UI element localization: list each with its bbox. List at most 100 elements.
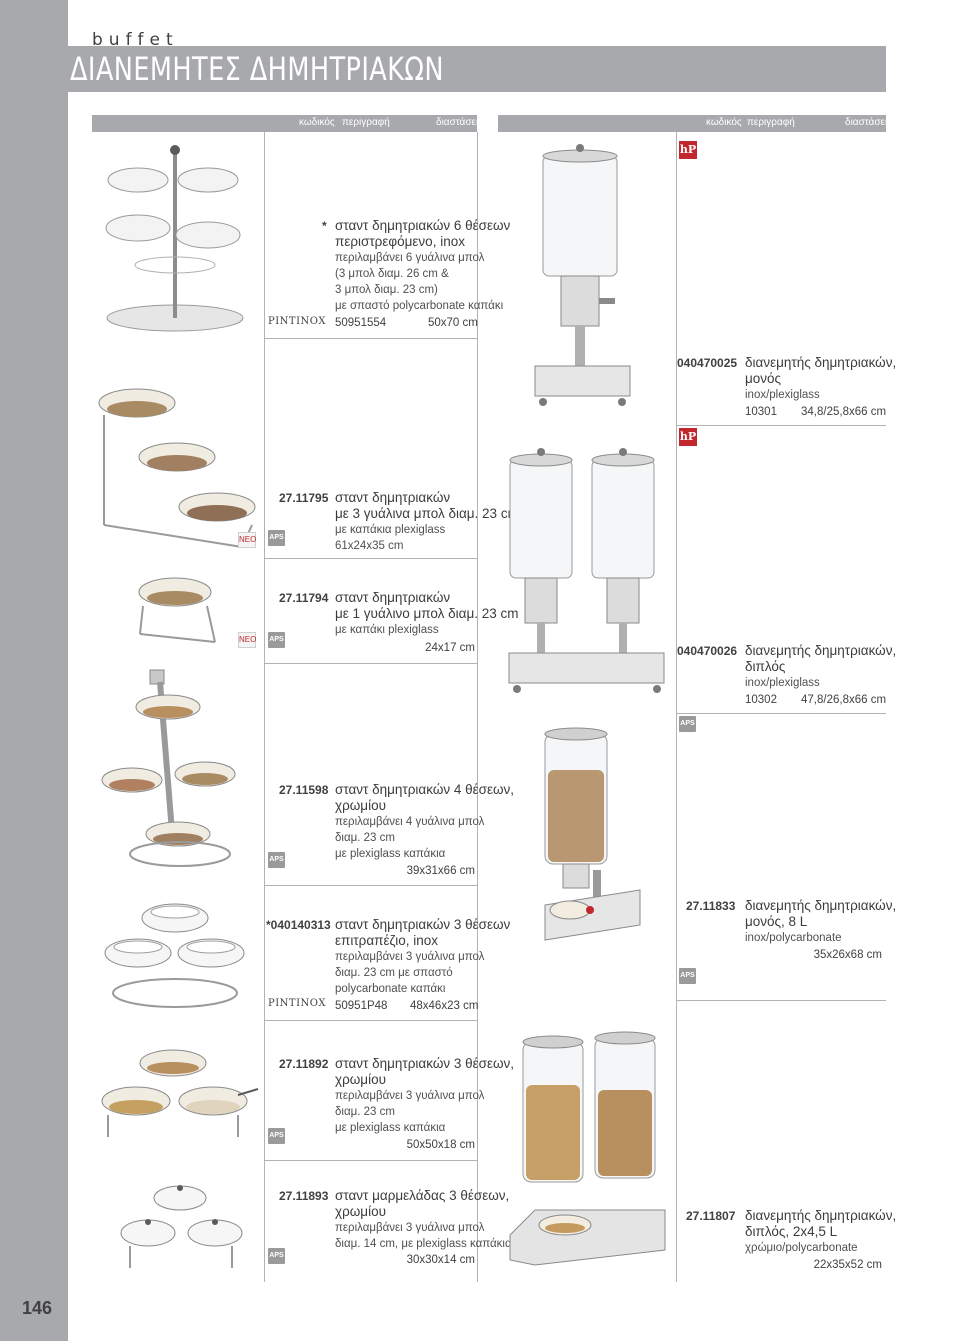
description-line: με καπάκι plexiglass xyxy=(335,624,439,636)
product-dimensions: 24x17 cm xyxy=(425,642,475,654)
aps-logo: APS xyxy=(268,852,285,868)
description-line: σταντ δημητριακών 3 θέσεων, xyxy=(335,1056,515,1071)
product-code: 27.11892 xyxy=(279,1057,329,1071)
description-line: με 3 γυάλινα μπολ διαμ. 23 cm xyxy=(335,506,519,521)
divider-horizontal xyxy=(264,338,477,339)
col-dimensions-label: διαστάσεις xyxy=(845,117,893,128)
right-column-header: κωδικός περιγραφή διαστάσεις xyxy=(498,115,892,132)
new-badge: ΝΕΟ xyxy=(238,632,256,648)
description-line: περιλαμβάνει 3 γυάλινα μπολ xyxy=(335,1222,485,1234)
divider-horizontal xyxy=(264,1160,477,1161)
product-description: διανεμητής δημητριακών, μονός, 8 L inox/… xyxy=(745,898,896,946)
product-image-single-dispenser xyxy=(534,144,631,406)
col-code-label: κωδικός xyxy=(706,117,742,128)
col-code-label: κωδικός xyxy=(299,117,335,128)
header-band xyxy=(68,46,886,92)
description-line: επιτραπέζιο, inox xyxy=(335,933,438,948)
divider-horizontal xyxy=(264,558,477,559)
aps-logo: APS xyxy=(268,530,285,546)
product-code: 040470025 xyxy=(677,356,738,370)
pintinox-logo: PINTINOX xyxy=(268,316,326,327)
new-badge: ΝΕΟ xyxy=(238,532,256,548)
description-line: σταντ δημητριακών 3 θέσεων xyxy=(335,917,511,932)
description-line: με 1 γυάλινο μπολ διαμ. 23 cm xyxy=(335,606,519,621)
description-line: 61x24x35 cm xyxy=(335,540,404,552)
description-line: inox/plexiglass xyxy=(745,677,820,689)
description-line: διαμ. 23 cm με σπαστό xyxy=(335,967,453,979)
product-description: σταντ δημητριακών με 1 γυάλινο μπολ διαμ… xyxy=(335,590,519,638)
col-description-label: περιγραφή xyxy=(342,117,390,128)
description-line: διαμ. 23 cm xyxy=(335,832,395,844)
divider-horizontal xyxy=(676,1000,886,1001)
divider-horizontal xyxy=(264,1020,477,1021)
divider-horizontal xyxy=(264,663,477,664)
product-ref: 50951554 xyxy=(335,317,387,329)
product-description: σταντ μαρμελάδας 3 θέσεων, χρωμίου περιλ… xyxy=(335,1188,512,1252)
description-line: διανεμητής δημητριακών, xyxy=(745,898,897,913)
aps-logo: APS xyxy=(268,1128,285,1144)
divider-horizontal xyxy=(264,885,477,886)
description-line: σταντ μαρμελάδας 3 θέσεων, xyxy=(335,1188,510,1203)
product-code: * xyxy=(322,219,327,233)
product-description: διανεμητής δημητριακών, μονός inox/plexi… xyxy=(745,355,896,403)
description-line: διπλός xyxy=(745,659,786,674)
divider-vertical xyxy=(477,132,478,1282)
col-description-label: περιγραφή xyxy=(747,117,795,128)
product-dimensions: 39x31x66 cm xyxy=(406,865,475,877)
product-dimensions: 50x70 cm xyxy=(428,317,478,329)
description-line: διανεμητής δημητριακών, xyxy=(745,1208,897,1223)
product-dimensions: 30x30x14 cm xyxy=(406,1254,475,1266)
product-ref: 50951P48 xyxy=(335,1000,388,1012)
left-margin-strip xyxy=(0,0,68,1341)
aps-logo: APS xyxy=(268,1248,285,1264)
description-line: χρωμίου xyxy=(335,1072,386,1087)
pintinox-logo: PINTINOX xyxy=(268,998,326,1009)
description-line: σταντ δημητριακών xyxy=(335,490,451,505)
product-code: 27.11794 xyxy=(279,591,329,605)
product-ref: 10301 xyxy=(745,406,777,418)
product-image-double-dispenser-2x45l xyxy=(509,1031,666,1266)
description-line: περιλαμβάνει 3 γυάλινα μπολ xyxy=(335,1090,485,1102)
product-dimensions: 35x26x68 cm xyxy=(813,949,882,961)
product-code: 27.11795 xyxy=(279,491,329,505)
description-line: περιλαμβάνει 6 γυάλινα μπολ xyxy=(335,252,485,264)
description-line: διπλός, 2x4,5 L xyxy=(745,1224,838,1239)
description-line: περιλαμβάνει 4 γυάλινα μπολ xyxy=(335,816,485,828)
product-image-jam-stand xyxy=(120,1185,243,1268)
col-dimensions-label: διαστάσεις xyxy=(436,117,484,128)
product-code: 040470026 xyxy=(677,644,738,658)
description-line: inox/plexiglass xyxy=(745,389,820,401)
product-ref: 10302 xyxy=(745,694,777,706)
description-line: με σπαστό polycarbonate καπάκι xyxy=(335,300,504,312)
product-description: σταντ δημητριακών 6 θέσεων περιστρεφόμεν… xyxy=(335,218,510,314)
description-line: με καπάκια plexiglass xyxy=(335,524,446,536)
product-code: 27.11598 xyxy=(279,783,329,797)
description-line: διαμ. 14 cm, με plexiglass καπάκια xyxy=(335,1238,512,1250)
product-image-3-bowl-tiered-stand xyxy=(98,388,256,548)
description-line: με plexiglass καπάκια xyxy=(335,848,446,860)
divider-vertical xyxy=(676,132,677,1282)
product-dimensions: 48x46x23 cm xyxy=(410,1000,479,1012)
description-line: περιλαμβάνει 3 γυάλινα μπολ xyxy=(335,951,485,963)
description-line: 3 μπολ διαμ. 23 cm) xyxy=(335,284,438,296)
description-line: χρωμίου xyxy=(335,1204,386,1219)
description-line: διανεμητής δημητριακών, xyxy=(745,355,897,370)
aps-logo: APS xyxy=(679,716,696,732)
product-description: σταντ δημητριακών 3 θέσεων, χρωμίου περι… xyxy=(335,1056,514,1136)
hp-logo: hP xyxy=(679,141,697,159)
description-line: σταντ δημητριακών 4 θέσεων, xyxy=(335,782,515,797)
product-description: σταντ δημητριακών 3 θέσεων επιτραπέζιο, … xyxy=(335,917,510,997)
product-dimensions: 22x35x52 cm xyxy=(813,1259,882,1271)
description-line: μονός, 8 L xyxy=(745,914,808,929)
product-image-3-bowl-table-stand xyxy=(104,903,245,1008)
description-line: χρώμιο/polycarbonate xyxy=(745,1242,858,1254)
description-line: με plexiglass καπάκια xyxy=(335,1122,446,1134)
product-description: σταντ δημητριακών με 3 γυάλινα μπολ διαμ… xyxy=(335,490,519,554)
product-description: σταντ δημητριακών 4 θέσεων, χρωμίου περι… xyxy=(335,782,514,862)
description-line: polycarbonate καπάκι xyxy=(335,983,446,995)
aps-logo: APS xyxy=(679,968,696,984)
product-dimensions: 50x50x18 cm xyxy=(406,1139,475,1151)
description-line: σταντ δημητριακών xyxy=(335,590,451,605)
product-image-3-bowl-chrome-stand xyxy=(101,1049,259,1137)
product-dimensions: 34,8/25,8x66 cm xyxy=(801,406,887,418)
